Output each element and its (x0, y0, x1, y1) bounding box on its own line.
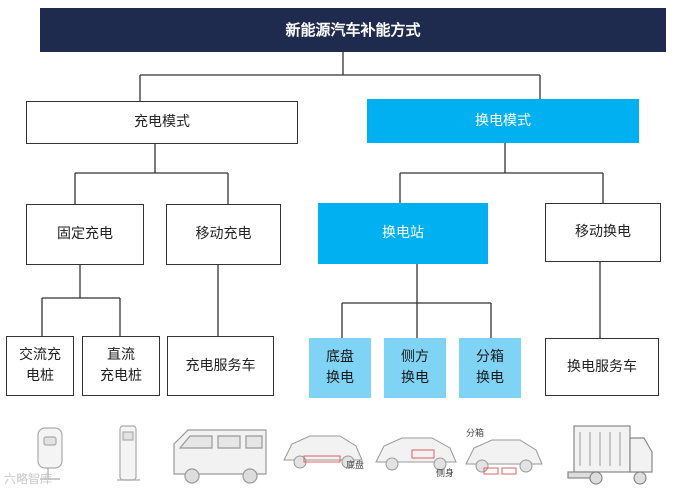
ac-pile-illustration (37, 427, 63, 480)
dc-pile-illustration (117, 425, 140, 481)
side-image-label: 侧身 (436, 469, 455, 479)
swap-truck-illustration (567, 425, 653, 485)
charging-mode-box: 充电模式 (26, 101, 298, 144)
swapping-mode-box: 换电模式 (367, 99, 639, 143)
mobile-swap-box: 移动换电 (545, 203, 661, 262)
box-image-label: 分箱 (466, 429, 485, 439)
mobile-charging-box: 移动充电 (166, 204, 281, 265)
chassis-swap-illustration (283, 435, 363, 469)
chassis-image-label: 底盘 (346, 461, 365, 471)
swap-service-vehicle-box: 换电服务车 (545, 338, 659, 396)
diagram-title: 新能源汽车补能方式 (40, 8, 666, 52)
side-swap-box: 侧方 换电 (384, 338, 446, 398)
side-swap-illustration (375, 437, 457, 471)
charging-service-vehicle-box: 充电服务车 (167, 336, 274, 396)
charging-van-illustration (173, 429, 267, 484)
box-swap-illustration (465, 439, 543, 475)
box-swap-box: 分箱 换电 (459, 338, 521, 398)
ac-pile-box: 交流充 电桩 (6, 336, 74, 396)
watermark: 六略智库 (4, 472, 53, 486)
dc-pile-box: 直流 充电桩 (82, 336, 160, 396)
chassis-swap-box: 底盘 换电 (309, 338, 371, 398)
fixed-charging-box: 固定充电 (26, 204, 144, 265)
swap-station-box: 换电站 (318, 203, 488, 264)
